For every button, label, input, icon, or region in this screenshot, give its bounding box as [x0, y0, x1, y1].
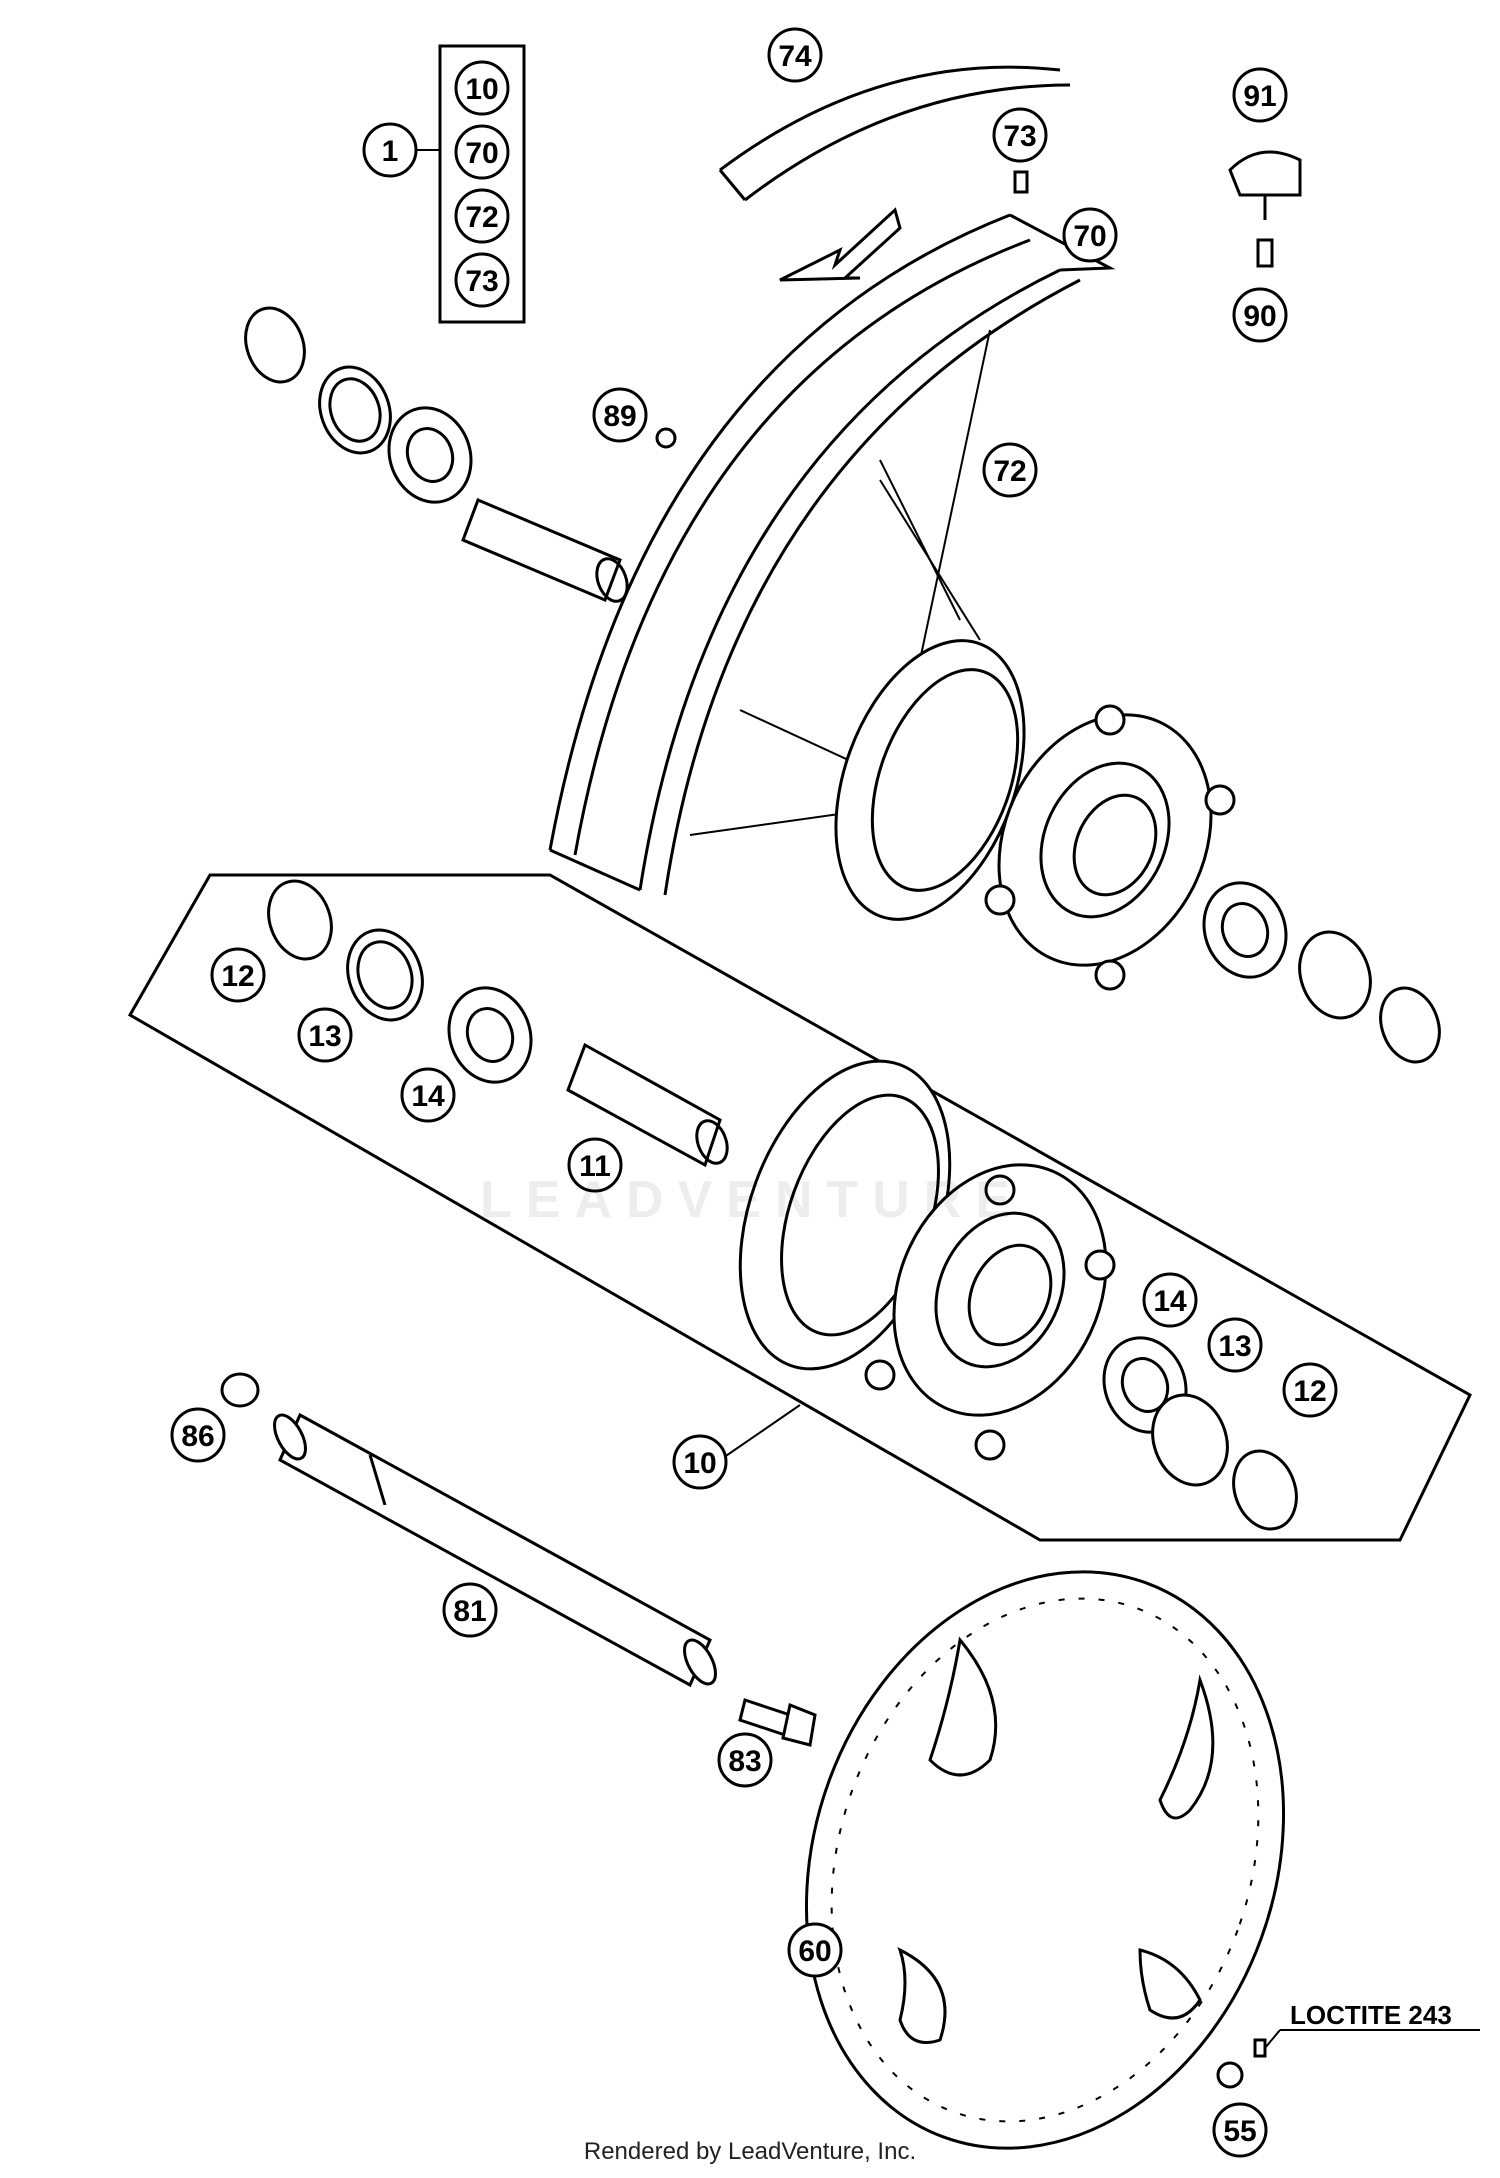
callout-label: 10 [683, 1447, 716, 1480]
callout-circle [1142, 1272, 1198, 1328]
callout-label: 73 [465, 265, 498, 298]
callout-72: 72 [982, 442, 1038, 498]
callout-89: 89 [592, 387, 648, 443]
callout-circle [454, 124, 510, 180]
callout-circle [1062, 207, 1118, 263]
valve-parts [1228, 150, 1302, 268]
callout-circle [210, 947, 266, 1003]
callout-circle [672, 1434, 728, 1490]
callout-14: 14 [400, 1067, 456, 1123]
callout-70: 70 [1062, 207, 1118, 263]
disc-bolt-55 [1216, 2029, 1480, 2089]
callout-circle [454, 188, 510, 244]
callout-circle [1282, 1362, 1338, 1418]
callout-91: 91 [1232, 67, 1288, 123]
callout-10: 10 [672, 1434, 728, 1490]
callout-label: 70 [1073, 220, 1106, 253]
callout-label: 73 [1003, 120, 1036, 153]
callout-12: 12 [1282, 1362, 1338, 1418]
callout-73: 73 [454, 252, 510, 308]
callout-label: 89 [603, 400, 636, 433]
upper-right-parts [1202, 881, 1441, 1064]
callout-70: 70 [454, 124, 510, 180]
watermark: LEADVENTURE [480, 1171, 1025, 1229]
rim [548, 213, 1116, 896]
callout-circle [592, 387, 648, 443]
callout-label: 86 [181, 1420, 214, 1453]
callout-label: 72 [465, 201, 498, 234]
rim-tape [718, 65, 1071, 202]
callout-label: 14 [1153, 1285, 1187, 1318]
nipple-89 [655, 427, 677, 449]
hub-right-parts [1102, 1336, 1298, 1531]
callout-label: 13 [308, 1020, 341, 1053]
callout-circle [1212, 2102, 1268, 2158]
callout-label: 11 [579, 1150, 611, 1183]
callout-circle [454, 252, 510, 308]
callout-label: 83 [728, 1745, 761, 1778]
callout-label: 60 [798, 1935, 831, 1968]
spacer-86 [220, 1372, 260, 1408]
callout-90: 90 [1232, 287, 1288, 343]
callout-label: 72 [993, 455, 1026, 488]
callout-label: 55 [1223, 2115, 1256, 2148]
rotation-arrow [779, 207, 902, 282]
callout-label: 70 [465, 137, 498, 170]
callout-circle [442, 1582, 498, 1638]
callout-circle [454, 60, 510, 116]
callout-73: 73 [992, 107, 1048, 163]
callout-circle [717, 1732, 773, 1788]
callout-label: 1 [382, 135, 399, 168]
callout-circle [767, 27, 823, 83]
callout-circle [400, 1067, 456, 1123]
callout-circle [787, 1922, 843, 1978]
callout-label: 10 [465, 73, 498, 106]
upper-hub [834, 639, 1236, 991]
callout-circle [1232, 67, 1288, 123]
loctite-note: LOCTITE 243 [1290, 2000, 1452, 2030]
callout-83: 83 [717, 1732, 773, 1788]
callout-circle [982, 442, 1038, 498]
callout-label: 13 [1218, 1330, 1251, 1363]
callout-circle [567, 1137, 623, 1193]
callout-81: 81 [442, 1582, 498, 1638]
callout-12: 12 [210, 947, 266, 1003]
lower-hub [738, 1059, 1116, 1461]
brake-disc [804, 1570, 1286, 2150]
callout-circle [1232, 287, 1288, 343]
callout-circle [297, 1007, 353, 1063]
callout-circle [992, 107, 1048, 163]
callout-14: 14 [1142, 1272, 1198, 1328]
callout-11: 11 [567, 1137, 623, 1193]
callout-label: 74 [778, 40, 812, 73]
footer-credit: Rendered by LeadVenture, Inc. [583, 2138, 917, 2165]
nipple-73 [1013, 170, 1029, 194]
callout-circle [170, 1407, 226, 1463]
callout-13: 13 [297, 1007, 353, 1063]
callout-label: 91 [1243, 80, 1276, 113]
callout-label: 12 [1293, 1375, 1326, 1408]
callout-55: 55 [1212, 2102, 1268, 2158]
upper-left-parts [244, 306, 629, 603]
hub-subassembly-frame [127, 873, 1472, 1542]
hub-leader [719, 1404, 801, 1461]
kit-box [438, 44, 526, 324]
callout-1: 1 [362, 122, 418, 178]
callout-label: 81 [453, 1595, 486, 1628]
callout-60: 60 [787, 1922, 843, 1978]
bolt-83 [738, 1698, 817, 1747]
hub-left-parts [267, 879, 729, 1168]
axle [273, 1412, 717, 1688]
callout-74: 74 [767, 27, 823, 83]
callout-10: 10 [454, 60, 510, 116]
callout-86: 86 [170, 1407, 226, 1463]
callout-circle [362, 122, 418, 178]
callout-13: 13 [1207, 1317, 1263, 1373]
callout-label: 90 [1243, 300, 1276, 333]
callout-label: 12 [221, 960, 254, 993]
callout-circle [1207, 1317, 1263, 1373]
callout-72: 72 [454, 188, 510, 244]
callout-label: 14 [411, 1080, 445, 1113]
